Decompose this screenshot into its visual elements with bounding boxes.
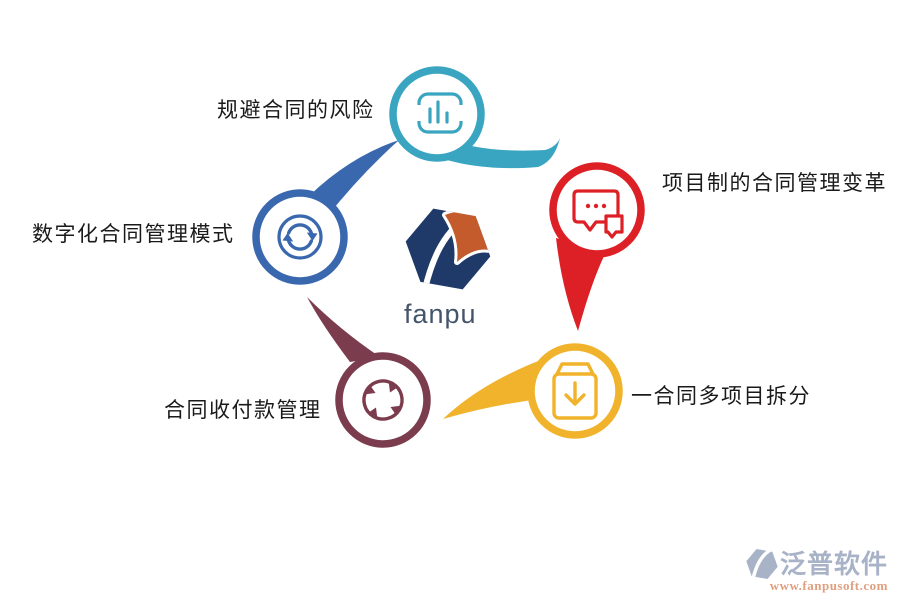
node-circle-payments xyxy=(335,352,431,448)
node-tail-contract-split xyxy=(443,358,548,419)
node-label-contract-split: 一合同多项目拆分 xyxy=(631,384,811,408)
bar-chart-frame-icon xyxy=(414,92,466,134)
node-label-digital-mode: 数字化合同管理模式 xyxy=(32,222,235,246)
node-label-project-reform: 项目制的合同管理变革 xyxy=(662,171,887,195)
watermark: 泛普软件 www.fanpusoft.com xyxy=(770,551,888,594)
node-label-payments: 合同收付款管理 xyxy=(164,398,322,422)
package-download-icon xyxy=(552,362,598,420)
sync-circle-icon xyxy=(277,214,323,260)
watermark-brand: 泛普软件 xyxy=(779,550,888,580)
node-tail-project-reform xyxy=(556,238,606,331)
fanpu-logo xyxy=(405,208,491,290)
node-tail-payments xyxy=(307,297,380,362)
brand-wordmark: fanpu xyxy=(404,299,477,329)
node-circle-digital xyxy=(252,189,348,285)
watermark-logo-icon xyxy=(746,547,778,580)
node-label-avoid-risk: 规避合同的风险 xyxy=(217,98,375,122)
watermark-url: www.fanpusoft.com xyxy=(769,578,888,593)
chat-bubbles-icon xyxy=(572,189,624,239)
